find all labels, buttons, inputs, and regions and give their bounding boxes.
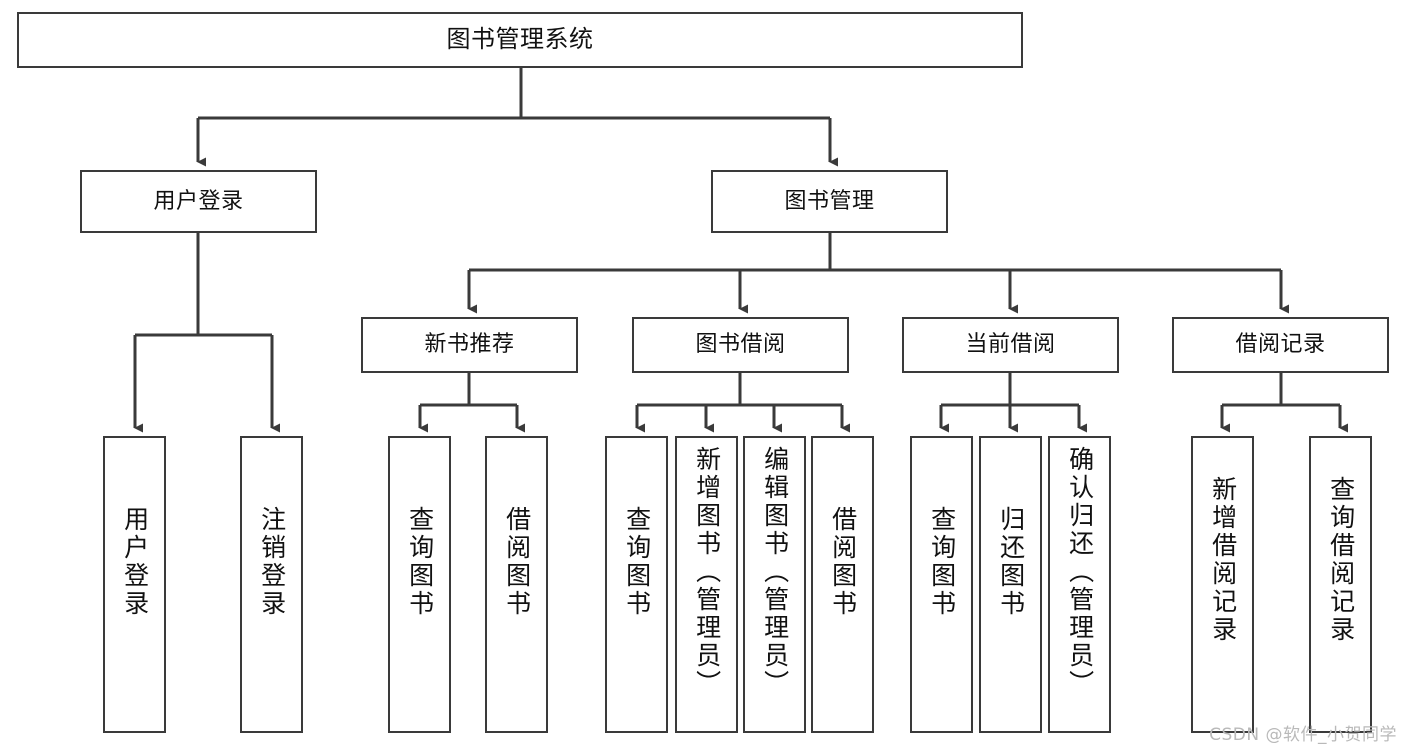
node-book-management[interactable]: 图书管理 <box>711 170 948 233</box>
node-current-borrow-label: 当前借阅 <box>965 332 1056 358</box>
leaf-user-login-logout-label: 注销登录 <box>257 506 287 618</box>
leaf-book-borrow-add-label: 新增图书（管理员） <box>692 446 722 698</box>
leaf-user-login-login[interactable]: 用户登录 <box>103 436 166 733</box>
leaf-borrow-record-add[interactable]: 新增借阅记录 <box>1191 436 1254 733</box>
leaf-current-borrow-query[interactable]: 查询图书 <box>910 436 973 733</box>
node-current-borrow[interactable]: 当前借阅 <box>902 317 1119 373</box>
leaf-borrow-record-query[interactable]: 查询借阅记录 <box>1309 436 1372 733</box>
leaf-new-book-borrow[interactable]: 借阅图书 <box>485 436 548 733</box>
node-borrow-record-label: 借阅记录 <box>1235 332 1326 358</box>
leaf-book-borrow-query-label: 查询图书 <box>622 506 652 618</box>
leaf-book-borrow-borrow-label: 借阅图书 <box>828 506 858 618</box>
leaf-book-borrow-edit-label: 编辑图书（管理员） <box>760 446 790 698</box>
node-user-login-label: 用户登录 <box>153 188 244 214</box>
leaf-current-borrow-return[interactable]: 归还图书 <box>979 436 1042 733</box>
leaf-current-borrow-confirm-label: 确认归还（管理员） <box>1065 446 1095 698</box>
node-book-management-label: 图书管理 <box>784 188 875 214</box>
watermark: CSDN @软件_小贺同学 <box>1209 725 1397 745</box>
node-new-book-recommend-label: 新书推荐 <box>424 332 515 358</box>
node-borrow-record[interactable]: 借阅记录 <box>1172 317 1389 373</box>
leaf-book-borrow-query[interactable]: 查询图书 <box>605 436 668 733</box>
leaf-book-borrow-edit[interactable]: 编辑图书（管理员） <box>743 436 806 733</box>
leaf-new-book-query-label: 查询图书 <box>405 506 435 618</box>
leaf-current-borrow-confirm[interactable]: 确认归还（管理员） <box>1048 436 1111 733</box>
node-book-borrow[interactable]: 图书借阅 <box>632 317 849 373</box>
leaf-new-book-borrow-label: 借阅图书 <box>502 506 532 618</box>
leaf-user-login-login-label: 用户登录 <box>120 506 150 618</box>
leaf-borrow-record-query-label: 查询借阅记录 <box>1326 476 1356 644</box>
node-new-book-recommend[interactable]: 新书推荐 <box>361 317 578 373</box>
leaf-current-borrow-return-label: 归还图书 <box>996 506 1026 618</box>
leaf-user-login-logout[interactable]: 注销登录 <box>240 436 303 733</box>
node-book-borrow-label: 图书借阅 <box>695 332 786 358</box>
leaf-current-borrow-query-label: 查询图书 <box>927 506 957 618</box>
leaf-borrow-record-add-label: 新增借阅记录 <box>1208 476 1238 644</box>
leaf-book-borrow-add[interactable]: 新增图书（管理员） <box>675 436 738 733</box>
node-root[interactable]: 图书管理系统 <box>17 12 1023 68</box>
node-root-label: 图书管理系统 <box>446 25 594 54</box>
leaf-book-borrow-borrow[interactable]: 借阅图书 <box>811 436 874 733</box>
leaf-new-book-query[interactable]: 查询图书 <box>388 436 451 733</box>
node-user-login[interactable]: 用户登录 <box>80 170 317 233</box>
